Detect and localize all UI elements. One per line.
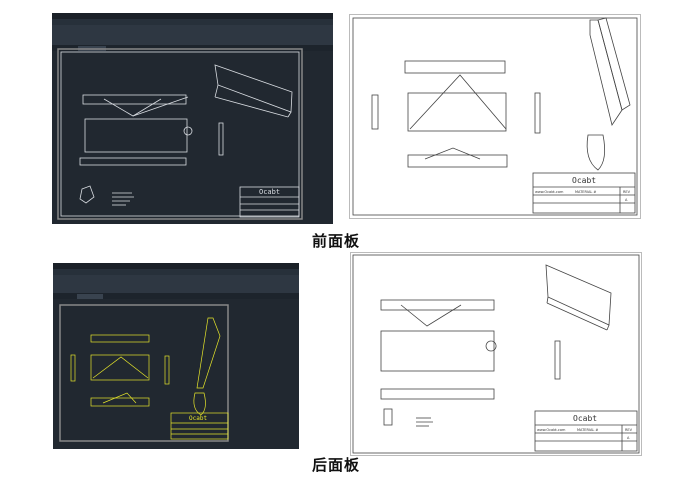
cad-title-bar [52, 13, 333, 19]
cad-title-bar [53, 263, 299, 269]
cad-menu-bar[interactable] [53, 269, 299, 275]
sheet-material: MATERIAL # [577, 428, 598, 432]
sheet-rev-value: A [627, 436, 630, 440]
drawing-sheet-back: Ocabt www.Ocabt.com MATERIAL # REV A [350, 252, 642, 456]
drawing-sheet-front: Ocabt www.Ocabt.com MATERIAL # REV A [349, 14, 641, 219]
sheet-drawing-front: Ocabt www.Ocabt.com MATERIAL # REV A [352, 17, 638, 216]
cad-tab-bar[interactable] [53, 293, 299, 299]
sheet-website: www.Ocabt.com [537, 428, 566, 432]
sheet-drawing-back: Ocabt www.Ocabt.com MATERIAL # REV A [352, 254, 640, 454]
tab-drawing[interactable] [77, 294, 103, 299]
sheet-material: MATERIAL # [575, 190, 596, 194]
cad-drawing-back[interactable]: Ocabt [53, 263, 299, 449]
caption-front-panel: 前面板 [312, 232, 361, 250]
cad-drawing-front[interactable]: Ocabt [52, 13, 333, 224]
sheet-logo: Ocabt [572, 176, 596, 185]
cad-window-back: Ocabt [53, 263, 299, 449]
cad-menu-bar[interactable] [52, 19, 333, 25]
sheet-website: www.Ocabt.com [535, 190, 564, 194]
caption-back-panel: 后面板 [312, 456, 361, 474]
sheet-logo: Ocabt [573, 414, 597, 423]
sheet-rev-label: REV [623, 190, 631, 194]
cad-title-block-logo: Ocabt [259, 188, 280, 196]
cad-window-front: Ocabt [52, 13, 333, 224]
cad-title-block-logo: Ocabt [189, 415, 207, 422]
sheet-rev-label: REV [625, 428, 633, 432]
sheet-rev-value: A [625, 198, 628, 202]
